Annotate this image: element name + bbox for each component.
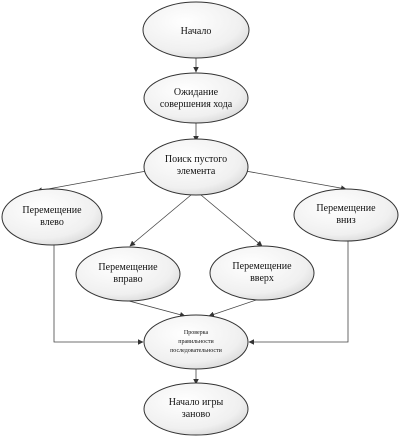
node-wait: Ожидание совершения хода — [143, 72, 249, 124]
node-check-label-2: правильности — [178, 339, 214, 345]
node-down-label-1: Перемещение — [316, 203, 376, 214]
node-left-label-1: Перемещение — [22, 205, 82, 216]
edge-search-left — [36, 169, 153, 193]
node-right-label-1: Перемещение — [98, 262, 158, 273]
node-restart-label-1: Начало игры — [169, 397, 224, 408]
node-up: Перемещение вверх — [209, 245, 315, 301]
edge-search-right — [129, 194, 192, 247]
node-search: Поиск пустого элемента — [143, 138, 249, 196]
node-start: Начало — [142, 1, 250, 59]
node-down: Перемещение вниз — [293, 188, 399, 242]
edge-search-up — [200, 194, 263, 247]
node-restart: Начало игры заново — [143, 382, 249, 436]
node-start-label: Начало — [181, 26, 212, 37]
node-check-label-1: Проверка — [184, 330, 209, 336]
node-check: Проверка правильности последовательности — [143, 314, 249, 370]
node-restart-label-2: заново — [182, 409, 210, 420]
node-right-label-2: вправо — [113, 274, 142, 285]
edge-up-check — [208, 297, 263, 318]
edge-left-check — [53, 244, 144, 345]
node-wait-label-1: Ожидание — [174, 87, 219, 98]
edge-search-down — [239, 169, 347, 191]
node-right: Перемещение вправо — [75, 246, 181, 302]
node-check-label-3: последовательности — [170, 348, 223, 354]
node-wait-label-2: совершения хода — [160, 99, 233, 110]
edge-down-check — [248, 240, 349, 345]
node-left-label-2: влево — [40, 217, 64, 228]
node-search-label-2: элемента — [177, 166, 216, 177]
node-left: Перемещение влево — [1, 188, 103, 246]
node-down-label-2: вниз — [336, 215, 355, 226]
node-up-label-1: Перемещение — [232, 261, 292, 272]
node-up-label-2: вверх — [250, 273, 274, 284]
node-search-label-1: Поиск пустого — [165, 154, 227, 165]
edges — [36, 58, 349, 385]
